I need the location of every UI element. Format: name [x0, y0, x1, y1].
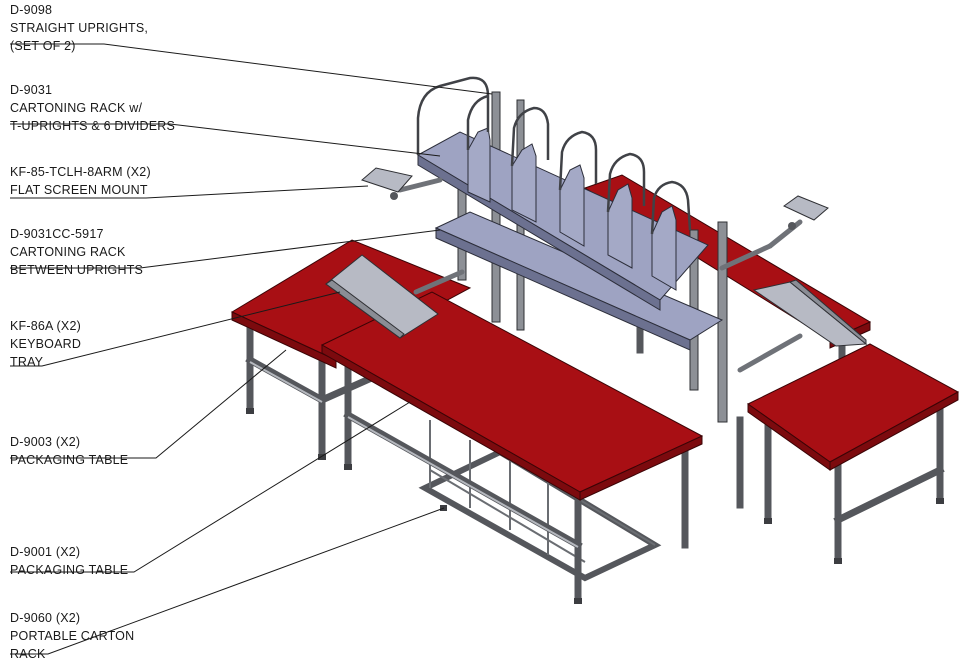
callout-line: CARTONING RACK: [10, 245, 126, 259]
callout-line: PACKAGING TABLE: [10, 453, 128, 467]
flat-screen-mount-left: [361, 167, 443, 200]
callout-line: T-UPRIGHTS & 6 DIVIDERS: [10, 119, 175, 133]
callout-line: STRAIGHT UPRIGHTS,: [10, 21, 148, 35]
callout-straight-uprights: D-9098 STRAIGHT UPRIGHTS, (SET OF 2): [10, 3, 148, 53]
cartoning-rack: [416, 76, 728, 423]
callout-line: RACK: [10, 647, 46, 661]
callout-line: PORTABLE CARTON: [10, 629, 134, 643]
callout-line: FLAT SCREEN MOUNT: [10, 183, 148, 197]
flat-screen-mount-right: [719, 195, 829, 271]
callout-packaging-table-9003: D-9003 (X2) PACKAGING TABLE: [10, 435, 128, 467]
right-packaging-table: [736, 343, 960, 564]
callout-line: CARTONING RACK w/: [10, 101, 142, 115]
callout-line: (SET OF 2): [10, 39, 76, 53]
callout-cartoning-rack: D-9031 CARTONING RACK w/ T-UPRIGHTS & 6 …: [10, 83, 175, 133]
keyboard-tray-left: [325, 254, 465, 339]
callout-keyboard-tray: KF-86A (X2) KEYBOARD TRAY: [10, 319, 81, 369]
callout-flat-screen-mount: KF-85-TCLH-8ARM (X2) FLAT SCREEN MOUNT: [10, 165, 151, 197]
callout-line: D-9031CC-5917: [10, 227, 104, 241]
callout-line: D-9098: [10, 3, 52, 17]
keyboard-tray-right: [737, 279, 868, 373]
callout-line: KF-86A (X2): [10, 319, 81, 333]
callout-portable-carton-rack: D-9060 (X2) PORTABLE CARTON RACK: [10, 611, 134, 661]
callout-line: TRAY: [10, 355, 44, 369]
callout-line: D-9031: [10, 83, 52, 97]
callout-line: PACKAGING TABLE: [10, 563, 128, 577]
callout-packaging-table-9001: D-9001 (X2) PACKAGING TABLE: [10, 545, 128, 577]
leader-lines: [10, 43, 493, 655]
callout-line: D-9060 (X2): [10, 611, 80, 625]
callout-line: KF-85-TCLH-8ARM (X2): [10, 165, 151, 179]
center-packaging-table: [320, 291, 704, 604]
callout-line: KEYBOARD: [10, 337, 81, 351]
callout-line: D-9001 (X2): [10, 545, 80, 559]
callout-line: D-9003 (X2): [10, 435, 80, 449]
callout-rack-between-uprights: D-9031CC-5917 CARTONING RACK BETWEEN UPR…: [10, 227, 143, 277]
callout-line: BETWEEN UPRIGHTS: [10, 263, 143, 277]
